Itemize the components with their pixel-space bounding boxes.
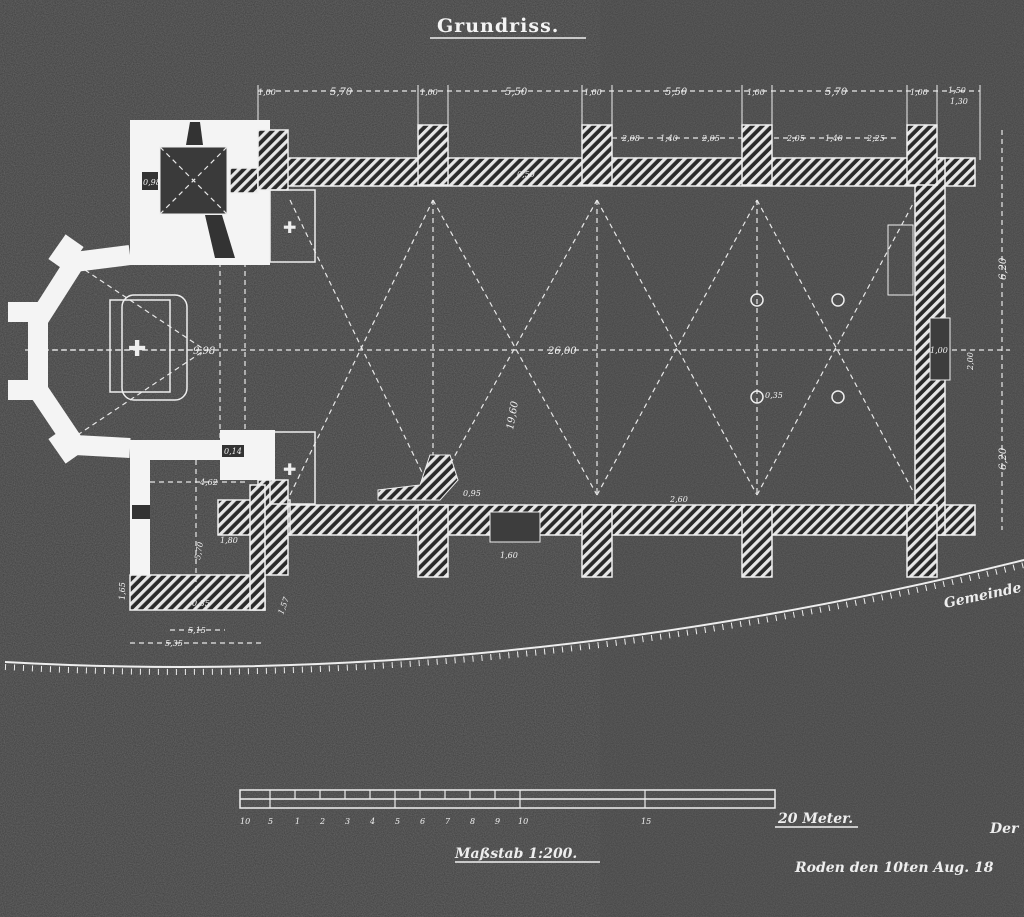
- dimension-label: 1,00: [747, 88, 765, 97]
- ground-line: [4, 559, 1024, 675]
- dimension-label: 1,65: [118, 582, 127, 600]
- nave-width-label: 19,60: [505, 400, 521, 431]
- dimension-label: 6: [420, 817, 425, 826]
- dimension-label: 1,00: [258, 88, 276, 97]
- nave-length-label: 26,00: [547, 346, 577, 357]
- signature-prefix: Der: [989, 821, 1020, 837]
- dimension-label: 6,20: [998, 447, 1009, 470]
- dimension-label: 1,40: [660, 134, 678, 143]
- dimension-label: 2,25: [866, 134, 885, 143]
- dimension-label: 2,08: [621, 134, 640, 143]
- dimension-label: 5,35: [165, 639, 183, 648]
- font-cross-icon: ✚: [283, 462, 296, 479]
- light-fold: [600, 0, 1024, 917]
- scale-caption: Maßstab 1:200.: [454, 846, 577, 862]
- dimension-label: 5,50: [665, 87, 688, 98]
- dimension-label: 7: [445, 817, 451, 826]
- dimension-label: 2,05: [701, 134, 720, 143]
- dimension-label: 1: [295, 817, 300, 826]
- dimension-label: 1,30: [950, 97, 968, 106]
- side-door-label: 1,60: [500, 551, 518, 560]
- dimension-label: 5,50: [505, 87, 528, 98]
- nave-walls: ✚ ✚: [217, 124, 976, 578]
- dimension-label: 4: [369, 817, 375, 826]
- dimension-label: 4,62: [199, 478, 218, 487]
- dimension-label: 5,70: [193, 541, 205, 560]
- dimension-label: 2: [319, 817, 325, 826]
- dimension-label: 5,70: [330, 87, 353, 98]
- sacristy: 0,14 4,62 5,70 1,80 0,35 5,15 5,35 1,65 …: [118, 430, 291, 648]
- dimension-label: 8: [470, 817, 475, 826]
- apse: ✚: [8, 234, 188, 464]
- pillar-label: 0,35: [765, 391, 783, 400]
- dimension-label: 1,50: [948, 86, 966, 95]
- dimension-label: 15: [641, 817, 651, 826]
- dimension-label: 5,15: [188, 626, 206, 635]
- drawing-title: Grundriss.: [437, 15, 559, 37]
- dimension-label: 2,00: [966, 352, 975, 371]
- dimension-label: 10: [240, 817, 250, 826]
- tower: 0,98: [130, 120, 270, 265]
- signature-place-date: Roden den 10ten Aug. 18: [794, 860, 994, 876]
- scale-end-label: 20 Meter.: [777, 811, 853, 827]
- dimension-label: 2,05: [786, 134, 805, 143]
- dimension-label: 1,80: [220, 536, 238, 545]
- pillars: [750, 293, 845, 404]
- dimension-label: 1,00: [420, 88, 438, 97]
- altar-cross-icon: ✚: [128, 337, 146, 362]
- top-window-label: 0,50: [517, 170, 535, 179]
- scale-bar: 10 5 1 2 3 4 5 6 7 8 9 10 15 20 Meter. M…: [239, 789, 858, 863]
- dimension-label: 1,40: [825, 134, 843, 143]
- dimension-label: 1,00: [584, 88, 602, 97]
- dimension-label: 5: [395, 817, 400, 826]
- vault-ribs: [25, 199, 1010, 496]
- font-cross-icon: ✚: [283, 220, 296, 237]
- dimension-label: 5: [268, 817, 273, 826]
- dimension-label: 5,70: [825, 87, 848, 98]
- dimension-label: 1,00: [910, 88, 928, 97]
- dimension-label: 10: [518, 817, 528, 826]
- dimension-label: 9: [495, 817, 500, 826]
- tower-label: 0,98: [143, 178, 161, 187]
- right-dimensions: 6,20 6,20 1,00 2,00: [930, 130, 1009, 530]
- pulpit-stair: [377, 454, 459, 501]
- dimension-label: 0,35: [192, 599, 210, 608]
- dimension-label: 0,14: [224, 447, 242, 456]
- dimension-label: 6,20: [998, 257, 1009, 280]
- dimension-label: 1,00: [930, 346, 948, 355]
- dimension-label: 3: [345, 817, 350, 826]
- stair-label: 0,95: [463, 489, 481, 498]
- bottom-mid-label: 2,60: [669, 495, 688, 504]
- chancel-width-label: 9,98: [193, 346, 215, 357]
